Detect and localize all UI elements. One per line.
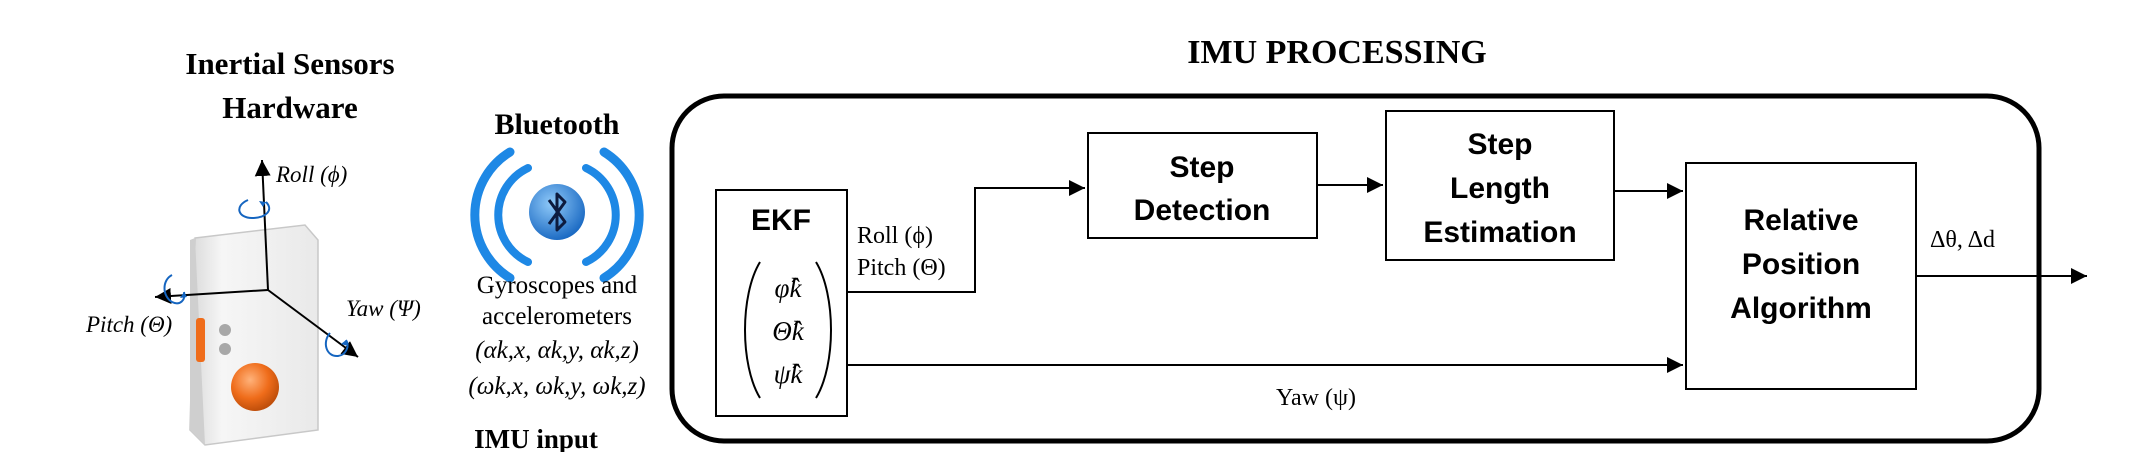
pitch-output-label: Pitch (Θ)	[857, 255, 946, 281]
processing-title: IMU PROCESSING	[1187, 34, 1486, 71]
yaw-connector-label: Yaw (ψ)	[1276, 385, 1356, 411]
relative-position-line1: Relative	[1743, 204, 1858, 237]
imu-input-label: IMU input	[474, 424, 598, 452]
ekf-phi: φ̂k	[775, 273, 803, 303]
device-led-1	[219, 324, 231, 336]
hardware-title-line1: Inertial Sensors	[185, 46, 394, 81]
roll-rotation-icon	[238, 199, 271, 220]
device-axes	[154, 159, 359, 358]
pitch-rotation-icon	[163, 274, 186, 305]
output-label: Δθ, Δd	[1930, 227, 1995, 253]
pitch-axis	[154, 288, 269, 304]
ekf-left-paren	[744, 261, 761, 399]
sensor-desc-line1: Gyroscopes and	[477, 272, 638, 299]
ekf-right-paren	[815, 261, 832, 399]
step-length-block	[1385, 110, 1615, 261]
step-length-line1: Step	[1467, 128, 1532, 161]
relative-position-line3: Algorithm	[1730, 292, 1872, 325]
ekf-theta: Θ̂k	[772, 316, 804, 346]
processing-container	[669, 93, 2042, 444]
hardware-title-line2: Hardware	[222, 90, 357, 125]
relative-position-block	[1685, 162, 1917, 390]
pitch-label: Pitch (Θ)	[85, 312, 172, 337]
bluetooth-icon	[470, 147, 644, 283]
imu-device-icon	[189, 224, 319, 446]
relative-position-line2: Position	[1742, 248, 1860, 281]
accelerometer-vector: (αk,x, αk,y, αk,z)	[475, 337, 639, 364]
device-side-button	[196, 318, 205, 362]
roll-axis	[254, 159, 271, 291]
step-detection-line1: Step	[1169, 151, 1234, 184]
yaw-axis	[267, 289, 359, 358]
ekf-title: EKF	[751, 204, 811, 237]
sensor-desc-line2: accelerometers	[482, 303, 632, 330]
step-length-line3: Estimation	[1423, 216, 1576, 249]
bluetooth-label: Bluetooth	[494, 108, 619, 141]
device-led-2	[219, 343, 231, 355]
yaw-label: Yaw (Ψ)	[346, 296, 421, 321]
ekf-psi: ψ̂k	[774, 359, 804, 389]
roll-output-label: Roll (ϕ)	[857, 223, 933, 249]
device-main-button	[231, 363, 279, 411]
gyroscope-vector: (ωk,x, ωk,y, ωk,z)	[468, 373, 645, 400]
ekf-to-step-detection-arrow	[847, 180, 1085, 293]
step-detection-line2: Detection	[1134, 194, 1271, 227]
step-length-line2: Length	[1450, 172, 1550, 205]
roll-label: Roll (ϕ)	[275, 162, 347, 187]
